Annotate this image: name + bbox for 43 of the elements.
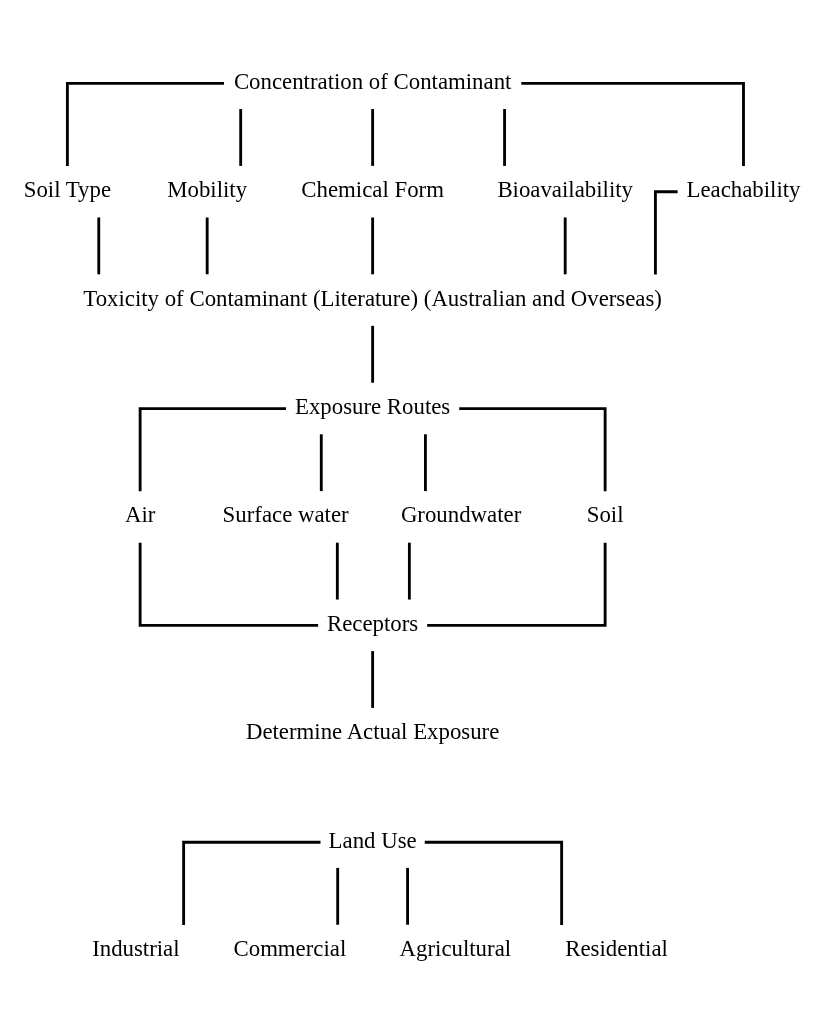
node-text: Mobility: [167, 177, 248, 203]
connector: [336, 867, 340, 925]
connector: [503, 109, 506, 166]
connector: [65, 81, 225, 167]
node-text: Industrial: [92, 936, 180, 962]
connector: [319, 434, 323, 492]
node-text: Air: [124, 502, 156, 528]
node-text: Chemical Form: [301, 177, 444, 203]
node-text: Residential: [565, 936, 668, 962]
node-text: Toxicity of Contaminant (Literature) (Australian and Overseas): [83, 285, 662, 311]
connector: [239, 109, 243, 166]
connector: [407, 542, 411, 600]
connector: [406, 867, 409, 925]
connector: [424, 434, 427, 492]
node-text: Exposure Routes: [295, 394, 451, 420]
connector: [654, 190, 678, 275]
connector: [424, 840, 564, 925]
connector: [97, 217, 101, 275]
connector: [335, 542, 339, 600]
node-text: Agricultural: [399, 936, 512, 962]
node-text: Determine Actual Exposure: [245, 719, 500, 745]
node-text: Commercial: [233, 936, 347, 962]
connector: [521, 81, 745, 167]
connector: [182, 840, 321, 925]
node-text: Receptors: [327, 610, 419, 636]
connector: [138, 407, 287, 492]
connector: [138, 542, 319, 627]
node-text: Land Use: [328, 827, 417, 853]
node-text: Soil Type: [23, 177, 112, 203]
connector: [371, 325, 375, 383]
node-text: Leachability: [686, 177, 801, 203]
connector: [371, 109, 375, 166]
node-text: Soil: [586, 502, 624, 528]
node-text: Surface water: [222, 502, 349, 528]
connector: [563, 217, 567, 275]
connector: [371, 217, 375, 275]
node-text: Concentration of Contaminant: [233, 68, 512, 94]
node-text: Groundwater: [400, 502, 522, 528]
connector: [205, 217, 209, 275]
connector: [427, 542, 607, 627]
connector: [371, 651, 375, 708]
connector: [459, 407, 607, 492]
node-text: Bioavailability: [497, 177, 633, 203]
